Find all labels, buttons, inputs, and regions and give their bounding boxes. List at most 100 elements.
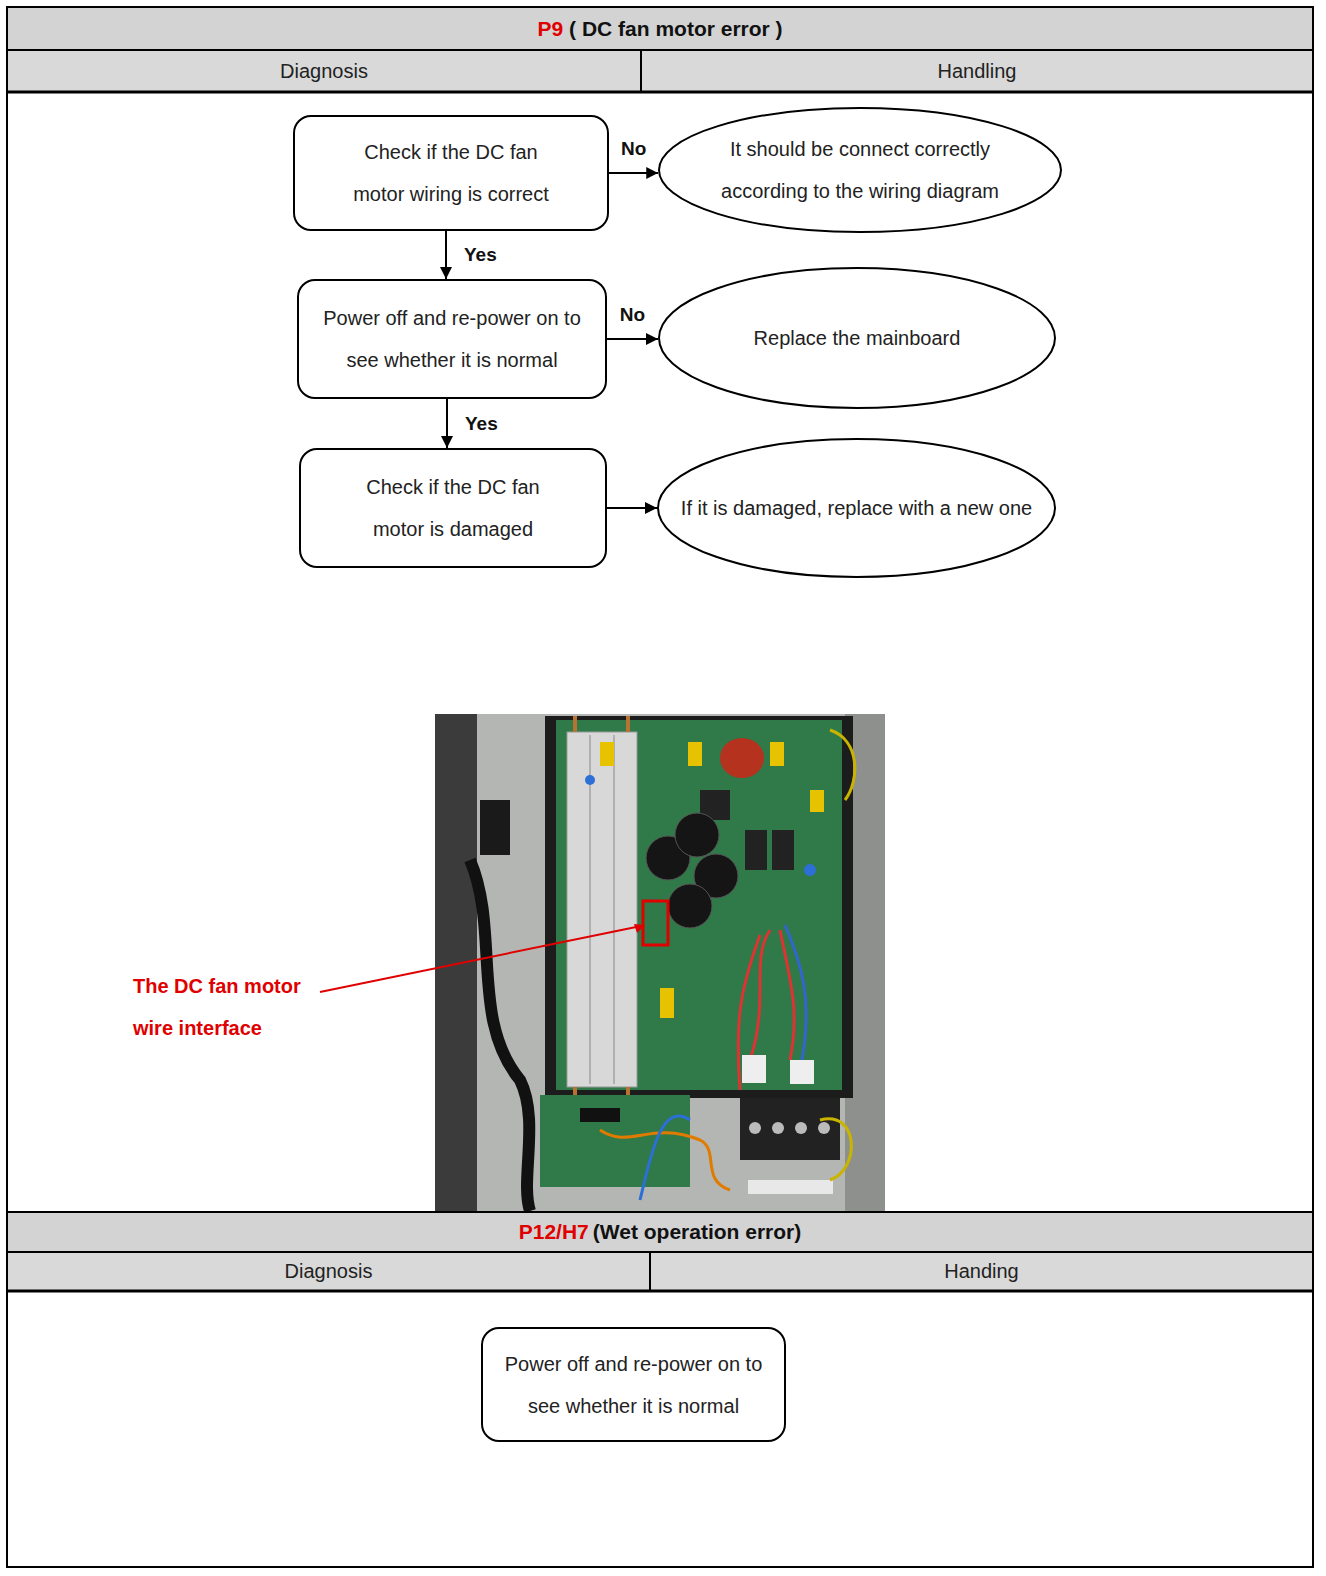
section-title: P12/H7 [519,1220,589,1244]
node-text-wrap: Check if the DC fan motor is damaged [351,466,556,550]
toroid [720,738,764,778]
heatsink-fin [589,735,591,1084]
section-title: (Wet operation error) [593,1220,801,1244]
flow-arrow [609,172,658,174]
header-band [8,8,1312,50]
wires [600,1130,730,1190]
column-header-band [8,1253,1312,1291]
column-header: Diagnosis [285,1260,373,1283]
node-text-wrap: Power off and re-power on to see whether… [503,1343,765,1427]
node-text: Check if the DC fan motor wiring is corr… [346,131,556,215]
result-ellipse: It should be connect correctly according… [658,107,1062,233]
label-cell: P12/H7(Wet operation error) [7,1212,1313,1252]
node-text: Power off and re-power on to see whether… [503,1343,765,1427]
capacitor [660,988,674,1018]
node-text: Power off and re-power on to see whether… [321,297,583,381]
photo-ground [435,714,885,1211]
screw [818,1122,830,1134]
highlight-box [643,901,668,945]
rule [7,1251,1313,1253]
connector [790,1060,814,1084]
flow-arrow [445,231,447,279]
node-text-wrap: Check if the DC fan motor wiring is corr… [346,131,556,215]
component [804,864,816,876]
column-header-band [8,51,1312,91]
node-text: Replace the mainboard [754,317,961,359]
ground-wire [820,1119,851,1180]
rule [7,1290,1313,1293]
header-band [8,1212,1312,1252]
ground-wire [830,730,855,800]
heatsink [567,732,637,1087]
edge-label: No [619,137,648,161]
process-box: Check if the DC fan motor wiring is corr… [293,115,609,231]
edge-label: Yes [463,412,500,436]
rule [649,1252,651,1291]
column-header: Handing [944,1260,1019,1283]
node-text-wrap: It should be connect correctly according… [710,128,1010,212]
electrolytic-capacitor [668,884,712,928]
sticker [748,1180,833,1194]
display-board [540,1095,690,1187]
label-cell: The DC fan motor wire interface [133,965,323,1049]
board-photo [435,714,885,1211]
capacitor [810,790,824,812]
section-title: P9 [537,17,563,41]
connector [742,1055,766,1083]
relay [745,830,767,870]
wires [640,1116,690,1200]
node-text-wrap: Replace the mainboard [754,317,961,359]
screw [795,1122,807,1134]
process-box: Power off and re-power on to see whether… [297,279,607,399]
capacitor [688,742,702,766]
ellipse-shape [659,268,1055,408]
ellipse-shape [659,108,1061,232]
board-frame [545,716,853,1098]
callout-label: The DC fan motor wire interface [133,965,323,1049]
result-ellipse: Replace the mainboard [658,267,1056,409]
label-cell: Diagnosis [7,1252,650,1291]
heatsink-fin [613,735,615,1084]
flow-arrow [607,338,658,340]
electrolytic-capacitor [675,813,719,857]
leader-head [634,924,645,933]
process-box: Check if the DC fan motor is damaged [299,448,607,568]
label-cell: Diagnosis [7,50,641,92]
flow-arrow [607,507,657,509]
column-header: Handling [938,60,1017,83]
rule [7,91,1313,94]
label-cell: Handling [641,50,1313,92]
capacitor [770,742,784,766]
column-header: Diagnosis [280,60,368,83]
relay [772,830,794,870]
wires [785,925,806,1070]
leader-line [320,926,641,992]
table-border [7,7,1313,1567]
ellipse-outline [658,107,1062,233]
rule [640,50,642,92]
display [580,1108,620,1122]
node-text: Check if the DC fan motor is damaged [351,466,556,550]
screw [749,1122,761,1134]
node-text: If it is damaged, replace with a new one [681,487,1032,529]
photo-shadow [435,714,477,1211]
cable [470,860,530,1211]
flow-arrow [446,399,448,448]
node-text-wrap: Power off and re-power on to see whether… [321,297,583,381]
edge-label: Yes [462,243,499,267]
edge-label: No [618,303,647,327]
label-cell: Handing [650,1252,1313,1291]
node-text: It should be connect correctly according… [710,128,1010,212]
capacitor [600,742,614,766]
label-cell: P9( DC fan motor error ) [7,7,1313,50]
terminal-block [740,1098,840,1160]
copper-pipe [575,716,628,1098]
result-ellipse: If it is damaged, replace with a new one [657,438,1056,578]
rule [7,1211,1313,1213]
wires [738,930,794,1090]
bracket [480,800,510,855]
screw [772,1122,784,1134]
rule [7,49,1313,51]
ellipse-shape [658,439,1055,577]
